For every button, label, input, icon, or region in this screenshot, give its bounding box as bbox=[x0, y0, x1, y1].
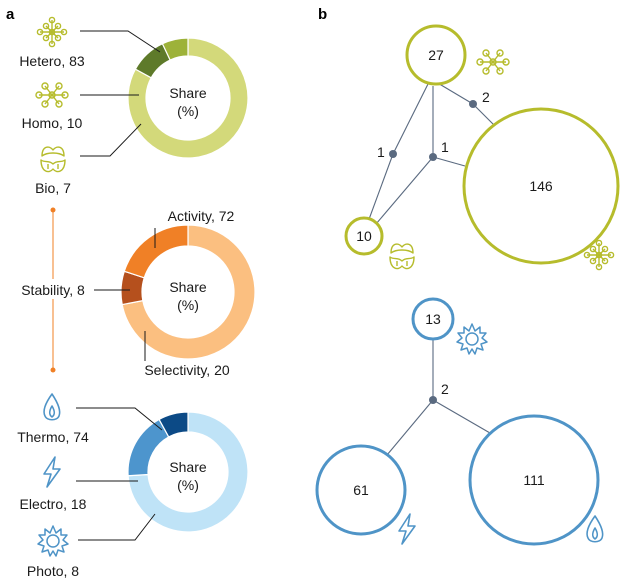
node-value-bio: 10 bbox=[356, 228, 372, 244]
edge-hub-electro bbox=[386, 399, 434, 456]
donut-performance-slices bbox=[120, 224, 256, 360]
hetero-icon bbox=[36, 16, 68, 48]
sun-icon bbox=[37, 525, 69, 557]
edge-weight-homo-bio: 1 bbox=[377, 144, 385, 160]
bio-enzyme-icon-b bbox=[389, 243, 415, 270]
edge-weight-all: 1 bbox=[441, 139, 449, 155]
donut-energy-center-line1: Share bbox=[169, 459, 207, 475]
slice-label-activity: Activity, 72 bbox=[168, 208, 235, 224]
node-value-hetero: 146 bbox=[529, 178, 553, 194]
donut-performance-center-line2: (%) bbox=[177, 297, 199, 313]
bio-enzyme-icon bbox=[40, 146, 66, 173]
stability-label-bg bbox=[12, 279, 94, 299]
edge-weight-homo-hetero: 2 bbox=[482, 89, 490, 105]
node-homo bbox=[405, 24, 467, 86]
node-value-electro: 61 bbox=[353, 482, 369, 498]
hub-node-homo-bio bbox=[389, 150, 397, 158]
panel-label-b: b bbox=[318, 6, 327, 23]
leader-line-hetero bbox=[80, 30, 161, 53]
slice-label-thermo: Thermo, 74 bbox=[17, 429, 89, 445]
donut-catalyst-center-line1: Share bbox=[169, 85, 207, 101]
connector-dot-top bbox=[50, 207, 56, 213]
donut-slice-selectivity bbox=[123, 224, 189, 279]
edge-hub1b-bio bbox=[375, 156, 434, 225]
slice-label-homo: Homo, 10 bbox=[22, 115, 83, 131]
connector-dot-bottom bbox=[50, 367, 56, 373]
network-energy-edges bbox=[386, 340, 491, 456]
donut-chart-catalyst: Share (%) Hetero, 83 Homo, 10 Bio, 7 bbox=[19, 16, 249, 196]
donut-performance-center-line1: Share bbox=[169, 279, 207, 295]
edge-hub-thermo bbox=[432, 399, 491, 434]
leader-line-photo bbox=[78, 513, 156, 541]
edge-weight-energy: 2 bbox=[441, 381, 449, 397]
network-catalyst: 2 1 1 27 146 10 bbox=[344, 24, 620, 271]
hub-node-energy bbox=[429, 396, 437, 404]
hub-node-homo-hetero bbox=[469, 100, 477, 108]
node-thermo bbox=[468, 414, 600, 546]
node-value-thermo: 111 bbox=[523, 472, 544, 488]
hub-node-all bbox=[429, 153, 437, 161]
slice-label-stability: Stability, 8 bbox=[21, 282, 85, 298]
leader-line-thermo bbox=[76, 407, 163, 431]
edge-hub1a-bio bbox=[367, 153, 394, 223]
flame-icon-b bbox=[586, 515, 604, 543]
donut-slice-hetero bbox=[127, 37, 249, 159]
node-photo bbox=[411, 297, 455, 341]
lightning-icon bbox=[43, 456, 61, 488]
node-hetero bbox=[462, 107, 620, 265]
slice-label-photo: Photo, 8 bbox=[27, 563, 79, 579]
slice-label-electro: Electro, 18 bbox=[20, 496, 87, 512]
donut-catalyst-slices bbox=[127, 37, 249, 159]
donut-slice-thermo bbox=[127, 411, 249, 533]
network-energy: 2 13 61 111 bbox=[315, 297, 604, 546]
panel-label-a: a bbox=[6, 6, 15, 23]
node-value-homo: 27 bbox=[428, 47, 444, 63]
lightning-icon-b bbox=[398, 513, 416, 545]
slice-label-bio: Bio, 7 bbox=[35, 180, 71, 196]
donut-slice-photo bbox=[158, 411, 189, 438]
donut-slice-electro bbox=[127, 418, 170, 477]
edge-hub1b-hetero bbox=[432, 156, 466, 167]
donut-catalyst-center-line2: (%) bbox=[177, 103, 199, 119]
slice-label-hetero: Hetero, 83 bbox=[19, 53, 85, 69]
node-value-photo: 13 bbox=[425, 311, 441, 327]
donut-energy-slices bbox=[127, 411, 249, 533]
edge-homo-hub1a bbox=[392, 83, 429, 155]
homo-network-icon-b bbox=[476, 49, 510, 75]
slice-label-selectivity: Selectivity, 20 bbox=[144, 362, 230, 378]
leader-line-bio bbox=[80, 123, 142, 157]
flame-icon bbox=[43, 393, 61, 421]
donut-chart-energy: Share (%) Thermo, 74 Electro, 18 Photo, … bbox=[17, 393, 249, 579]
donut-chart-performance: Share (%) Activity, 72 Stability, 8 Sele… bbox=[12, 208, 256, 378]
node-bio bbox=[344, 216, 384, 256]
homo-network-icon bbox=[35, 82, 69, 108]
donut-energy-center-line2: (%) bbox=[177, 477, 199, 493]
node-electro bbox=[315, 444, 407, 536]
donut-slice-bio bbox=[161, 37, 189, 61]
sun-icon-b bbox=[456, 323, 488, 355]
donut-slice-activity bbox=[121, 224, 256, 360]
